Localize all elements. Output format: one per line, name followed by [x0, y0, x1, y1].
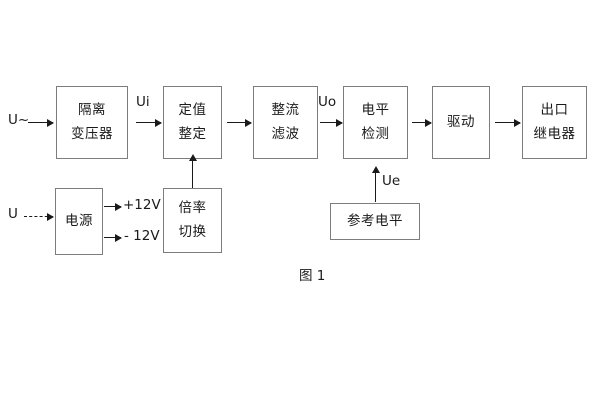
block-label-line: 整流 [271, 101, 300, 118]
arrow-isolation-to-setting [136, 118, 162, 127]
label-signal-ue: Ue [382, 173, 401, 189]
block-setting-value: 定值整定 [163, 86, 222, 159]
block-label-line: 检测 [361, 126, 390, 142]
label-signal-ui: Ui [136, 94, 150, 110]
block-label-line: 继电器 [533, 126, 576, 142]
block-isolation-transformer: 隔离变压器 [56, 86, 128, 159]
block-level-detection: 电平检测 [343, 86, 408, 159]
block-label-line: 倍率 [178, 199, 207, 216]
block-label-line: 整定 [178, 126, 207, 142]
block-label-line: 滤波 [271, 126, 300, 142]
block-label-line: 定值 [178, 101, 207, 118]
label-signal-uo: Uo [318, 94, 337, 110]
block-drive: 驱动 [432, 86, 490, 159]
block-label-line: 变压器 [71, 126, 113, 142]
block-output-relay: 出口继电器 [522, 86, 587, 159]
block-label-line: 隔离 [78, 101, 106, 118]
block-reference-level: 参考电平 [330, 203, 420, 240]
block-label-line: 电平 [361, 101, 390, 118]
label-input-u-dc: U [8, 206, 18, 222]
arrow-drive-to-relay [495, 118, 521, 127]
arrow-level-to-drive [412, 118, 432, 127]
arrow-power-out-plus [104, 202, 122, 211]
arrow-setting-to-rectify [227, 118, 252, 127]
arrow-u-dc-to-power [24, 212, 54, 221]
arrow-multiplier-to-setting [188, 154, 197, 188]
arrow-power-out-minus [104, 233, 122, 242]
block-label-line: 切换 [178, 224, 207, 240]
block-multiplier-switch: 倍率切换 [163, 188, 222, 253]
arrow-u-ac-to-isolation [28, 118, 54, 127]
figure-caption: 图 1 [299, 268, 326, 284]
label-supply-plus-12v: +12V [123, 197, 161, 213]
label-input-u-ac: U~ [8, 112, 30, 128]
label-supply-minus-12v: - 12V [124, 228, 160, 244]
block-label-line: 参考电平 [347, 212, 403, 229]
block-power-supply: 电源 [55, 188, 103, 255]
block-label-line: 电源 [65, 212, 93, 229]
block-rectify-filter: 整流滤波 [253, 86, 318, 159]
arrow-reference-to-level [371, 166, 380, 202]
arrow-rectify-to-level [320, 118, 343, 127]
block-label-line: 驱动 [447, 113, 475, 130]
block-label-line: 出口 [540, 101, 569, 118]
